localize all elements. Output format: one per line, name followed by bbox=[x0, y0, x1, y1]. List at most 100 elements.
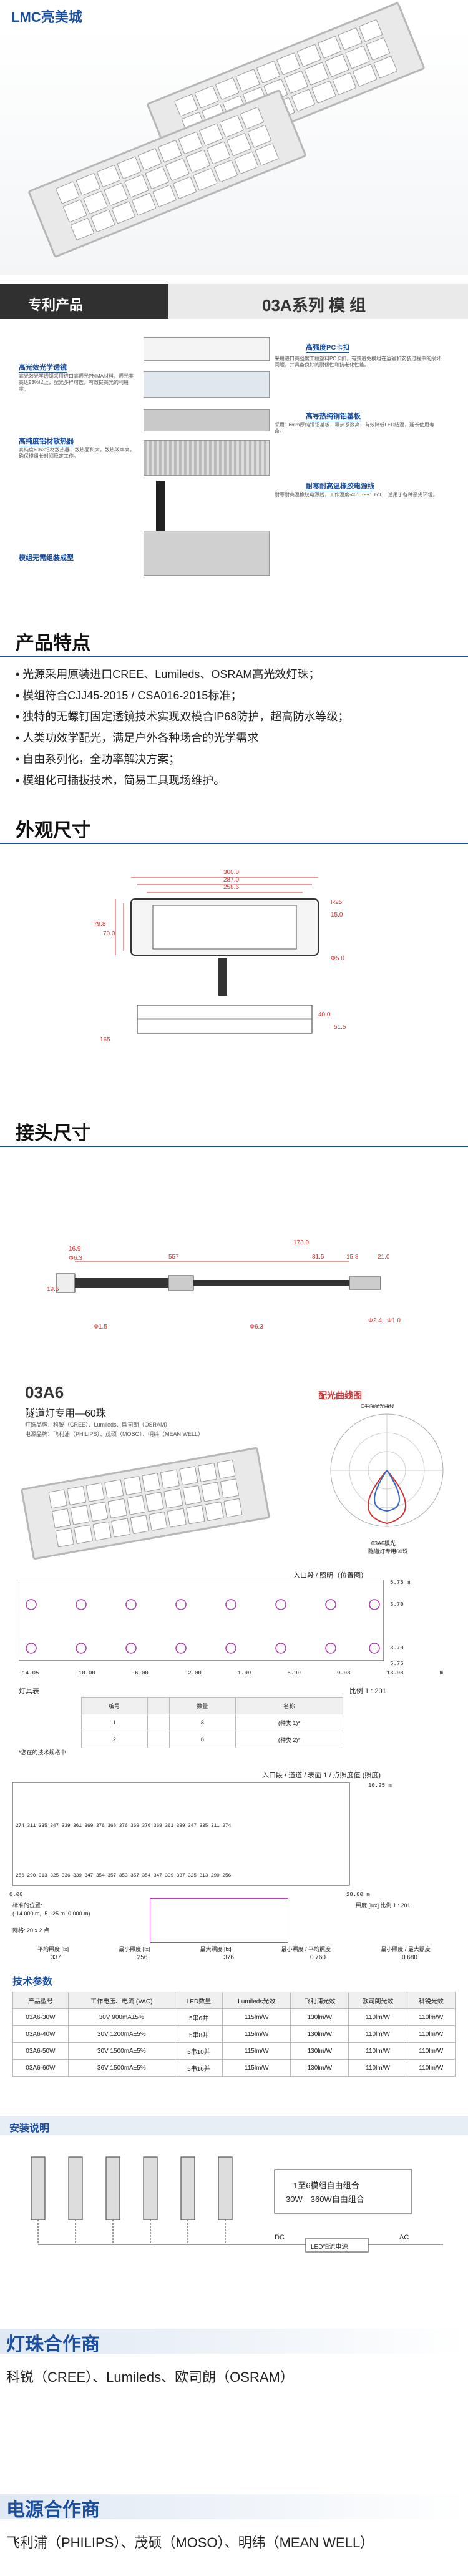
led-lens-cell bbox=[197, 1462, 217, 1483]
dim-width-total: 300.0 bbox=[223, 869, 240, 876]
cell: 5串16并 bbox=[174, 2059, 223, 2077]
cell: 2 bbox=[81, 1731, 148, 1748]
led-lens-cell bbox=[48, 1489, 68, 1509]
layout-plan bbox=[19, 1580, 384, 1661]
table-row: 1 8 (种类 1)* bbox=[81, 1714, 344, 1731]
cell: 110lm/W bbox=[348, 2008, 407, 2026]
power-partner-text: 飞利浦（PHILIPS）、茂硕（MOSO）、明纬（MEAN WELL） bbox=[6, 2535, 374, 2550]
led-lens-cell bbox=[67, 1485, 87, 1506]
led-lens-cell bbox=[193, 167, 218, 191]
x-tick: -14.05 bbox=[19, 1670, 39, 1676]
dim-h: 15.8 bbox=[346, 1254, 359, 1261]
led-lens-cell bbox=[55, 1527, 75, 1548]
dim-l: Φ6.3 bbox=[250, 1324, 263, 1330]
polar-caption: 03A6模光 bbox=[371, 1540, 396, 1546]
header-row: 产品型号 工作电压、电流 (VAC) LED数量 Lumileds光效 飞利浦光… bbox=[12, 1992, 456, 2009]
divider bbox=[0, 656, 468, 657]
specs-title: 技术参数 bbox=[12, 1977, 53, 1987]
illuminance-note: 照度 [lux] 比例 1 : 201 bbox=[356, 1902, 411, 1909]
led-partner-bar bbox=[0, 2329, 468, 2354]
stat-header: 平均照度 [lx] bbox=[37, 1946, 69, 1952]
x-label-end: 28.00 m bbox=[346, 1892, 370, 1898]
appearance-title: 外观尺寸 bbox=[16, 820, 90, 841]
stats-headers: 平均照度 [lx] 最小照度 [lx] 最大照度 [lx] 最小照度 / 平均照… bbox=[12, 1945, 456, 1953]
illuminance-row: 256 290 313 325 336 339 347 354 357 353 … bbox=[16, 1873, 232, 1879]
led-lens-cell bbox=[130, 1514, 149, 1535]
feature-item: • 模组化可插拔技术，简易工具现场维护。 bbox=[16, 774, 225, 787]
led-lens-cell bbox=[373, 55, 398, 79]
layout-title: 入口段 / 照明（位置图） bbox=[293, 1572, 368, 1580]
ac-label: AC bbox=[399, 2234, 409, 2241]
dim-c: 19.6 bbox=[47, 1286, 59, 1293]
combo-line-1: 1至6模组自由组合 bbox=[293, 2181, 359, 2190]
power-partner-title: 电源合作商 bbox=[6, 2500, 100, 2520]
cell: 36V 1500mA±5% bbox=[67, 2059, 175, 2077]
led-lens-cell bbox=[213, 159, 238, 183]
dim-width-inner: 258.6 bbox=[223, 884, 240, 891]
dim-radius: R25 bbox=[331, 899, 343, 906]
col-header: 科锐光效 bbox=[406, 1992, 456, 2009]
led-lens-cell bbox=[145, 1492, 165, 1512]
cell: 130lm/W bbox=[290, 2008, 349, 2026]
tag-heatsink: 高纯度铝材散热器 bbox=[19, 436, 74, 446]
install-header-bar bbox=[0, 2116, 468, 2135]
tag-pcb: 高导热纯铜铝基板 bbox=[306, 411, 361, 421]
dim-hole: Φ5.0 bbox=[331, 955, 344, 962]
cell: 1 bbox=[81, 1714, 148, 1731]
led-lens-cell bbox=[149, 1511, 168, 1531]
install-title: 安装说明 bbox=[9, 2123, 50, 2134]
led-lens-cell bbox=[85, 1482, 105, 1503]
led-lens-cell bbox=[89, 1502, 109, 1522]
model-title: 03A6 bbox=[25, 1383, 64, 1402]
led-lens-cell bbox=[70, 1505, 90, 1525]
cell: 130lm/W bbox=[290, 2025, 349, 2043]
led-lens-cell bbox=[110, 200, 136, 224]
dim-e: 557 bbox=[168, 1254, 179, 1261]
cell: 130lm/W bbox=[290, 2059, 349, 2077]
driver-label: LED恒流电源 bbox=[311, 2244, 348, 2251]
driver-brands: 电源品牌：飞利浦（PHILIPS）、茂硕（MOSO）、明纬（MEAN WELL） bbox=[25, 1431, 204, 1437]
illuminance-grid bbox=[12, 1782, 350, 1886]
led-partner-text: 科锐（CREE）、Lumileds、欧司朗（OSRAM） bbox=[6, 2369, 294, 2385]
led-lens-cell bbox=[204, 1501, 224, 1522]
tag-module: 模组无需组装成型 bbox=[19, 553, 74, 563]
led-lens-cell bbox=[74, 1524, 94, 1545]
note-pcb: 采用1.6mm厚纯铜铝基板，导热系数高，有效降低LED结温，延长使用寿命。 bbox=[275, 422, 435, 435]
led-lens-cell bbox=[126, 1495, 146, 1515]
dim-height-inner: 70.0 bbox=[103, 930, 115, 937]
feature-item: • 光源采用原装进口CREE、Lumileds、OSRAM高光效灯珠； bbox=[16, 668, 320, 681]
led-lens-cell bbox=[172, 175, 197, 199]
led-lens-cell bbox=[104, 1479, 124, 1499]
cell: 110lm/W bbox=[348, 2059, 407, 2077]
cell: 110lm/W bbox=[406, 2025, 456, 2043]
x-tick: -6.00 bbox=[131, 1670, 149, 1676]
led-lens-cell bbox=[220, 1478, 240, 1498]
pcb-layer bbox=[144, 409, 270, 431]
led-lens-cell bbox=[51, 1508, 71, 1528]
cell: 03A6-50W bbox=[12, 2042, 69, 2060]
polar-title: 配光曲线图 bbox=[318, 1390, 362, 1400]
divider bbox=[0, 1146, 468, 1147]
led-lens-cell bbox=[111, 1518, 130, 1538]
dim-heatsink-width: 165 bbox=[100, 1036, 110, 1043]
y-label-top: 10.25 m bbox=[368, 1782, 392, 1789]
x-tick: 5.99 bbox=[287, 1670, 301, 1676]
cell: 8 bbox=[168, 1714, 236, 1731]
col-header: 产品型号 bbox=[12, 1992, 69, 2009]
led-lens-cell bbox=[179, 1466, 198, 1486]
divider bbox=[0, 843, 468, 844]
x-axis-ticks: -14.05 -10.00 -6.00 -2.00 1.99 5.99 9.98… bbox=[19, 1670, 443, 1676]
col-header: 编号 bbox=[81, 1697, 148, 1714]
polar-header: C平面配光曲线 bbox=[361, 1404, 394, 1409]
led-lens-cell bbox=[70, 217, 95, 241]
position-value: (-14.000 m, -5.125 m, 0.000 m) bbox=[12, 1910, 90, 1917]
assembled-module bbox=[144, 531, 270, 576]
x-tick: 9.98 bbox=[336, 1670, 351, 1676]
led-lens-cell bbox=[201, 1482, 221, 1502]
x-tick: 1.99 bbox=[237, 1670, 251, 1676]
polar-caption: 隧道灯专用60珠 bbox=[368, 1548, 409, 1555]
stat-value: 0.680 bbox=[401, 1954, 417, 1961]
cell: 30V 1500mA±5% bbox=[67, 2042, 175, 2060]
